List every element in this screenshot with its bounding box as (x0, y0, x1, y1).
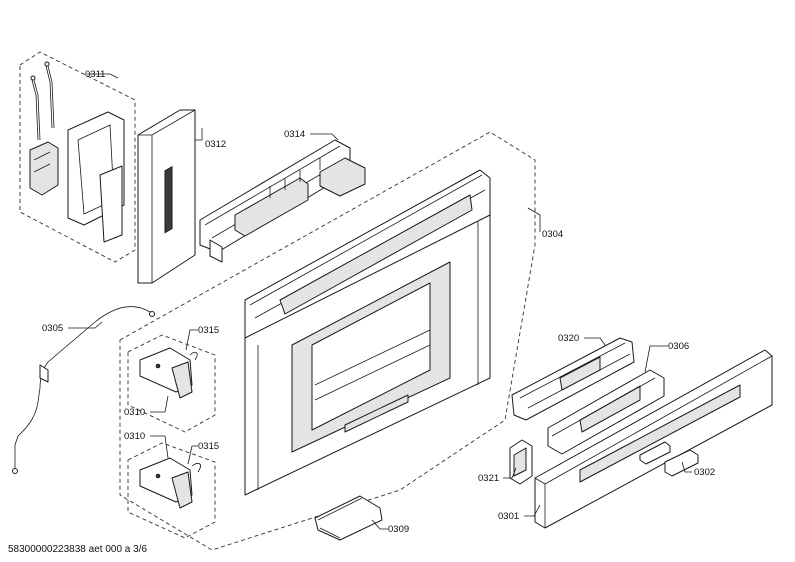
part-0301-fascia (534, 349, 773, 529)
part-0305-cable (12, 306, 155, 474)
hinge-group-upper (127, 334, 216, 433)
cable-right (45, 65, 53, 129)
label-0301: 0301 (498, 511, 519, 522)
label-0315-upper: 0315 (198, 325, 219, 336)
label-0314: 0314 (284, 129, 305, 140)
part-0304-frame (244, 169, 491, 496)
group-outline-0304 (119, 131, 536, 551)
footer-document-id: 58300000223838 aet 000 a 3/6 (8, 544, 147, 555)
part-0311-group (29, 61, 125, 243)
switch-block (29, 141, 59, 196)
part-0309-block (314, 495, 383, 541)
part-0302-buttons (639, 441, 699, 477)
label-0310-upper: 0310 (124, 407, 145, 418)
frame-plate (99, 165, 123, 243)
group-outline-0311 (19, 51, 136, 263)
part-0306-module (547, 369, 665, 455)
label-0306: 0306 (668, 341, 689, 352)
label-0305: 0305 (42, 323, 63, 334)
label-0312: 0312 (205, 139, 226, 150)
panel-slot (164, 165, 173, 234)
label-0304: 0304 (542, 229, 563, 240)
part-0314-rail (199, 139, 366, 263)
part-0312-panel (137, 109, 196, 284)
label-0310-lower: 0310 (124, 431, 145, 442)
label-0321: 0321 (478, 473, 499, 484)
label-0302: 0302 (694, 467, 715, 478)
label-0320: 0320 (558, 333, 579, 344)
hinge-group-lower (127, 442, 216, 539)
label-0311: 0311 (85, 69, 105, 80)
part-0321-bracket (509, 439, 533, 485)
label-0309: 0309 (388, 524, 409, 535)
cable-left (31, 79, 39, 141)
part-0320-board (511, 337, 635, 421)
label-0315-lower: 0315 (198, 441, 219, 452)
